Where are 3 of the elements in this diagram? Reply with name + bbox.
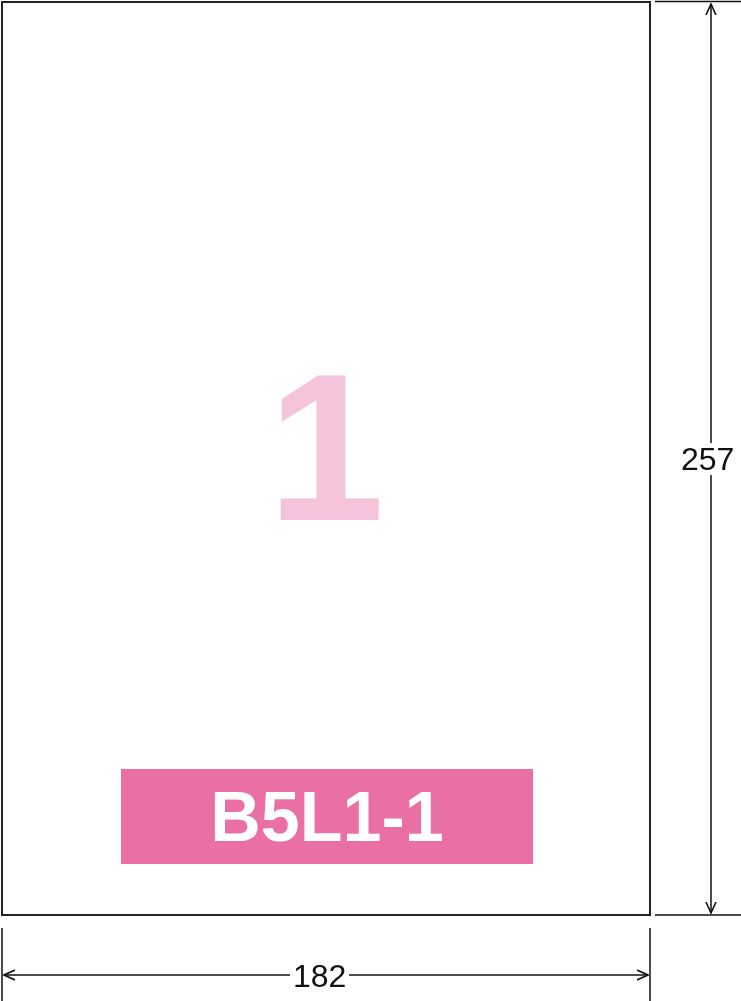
sheet-number: 1 <box>266 343 386 553</box>
sheet-outline <box>1 1 651 916</box>
label-band: B5L1-1 <box>121 769 533 864</box>
